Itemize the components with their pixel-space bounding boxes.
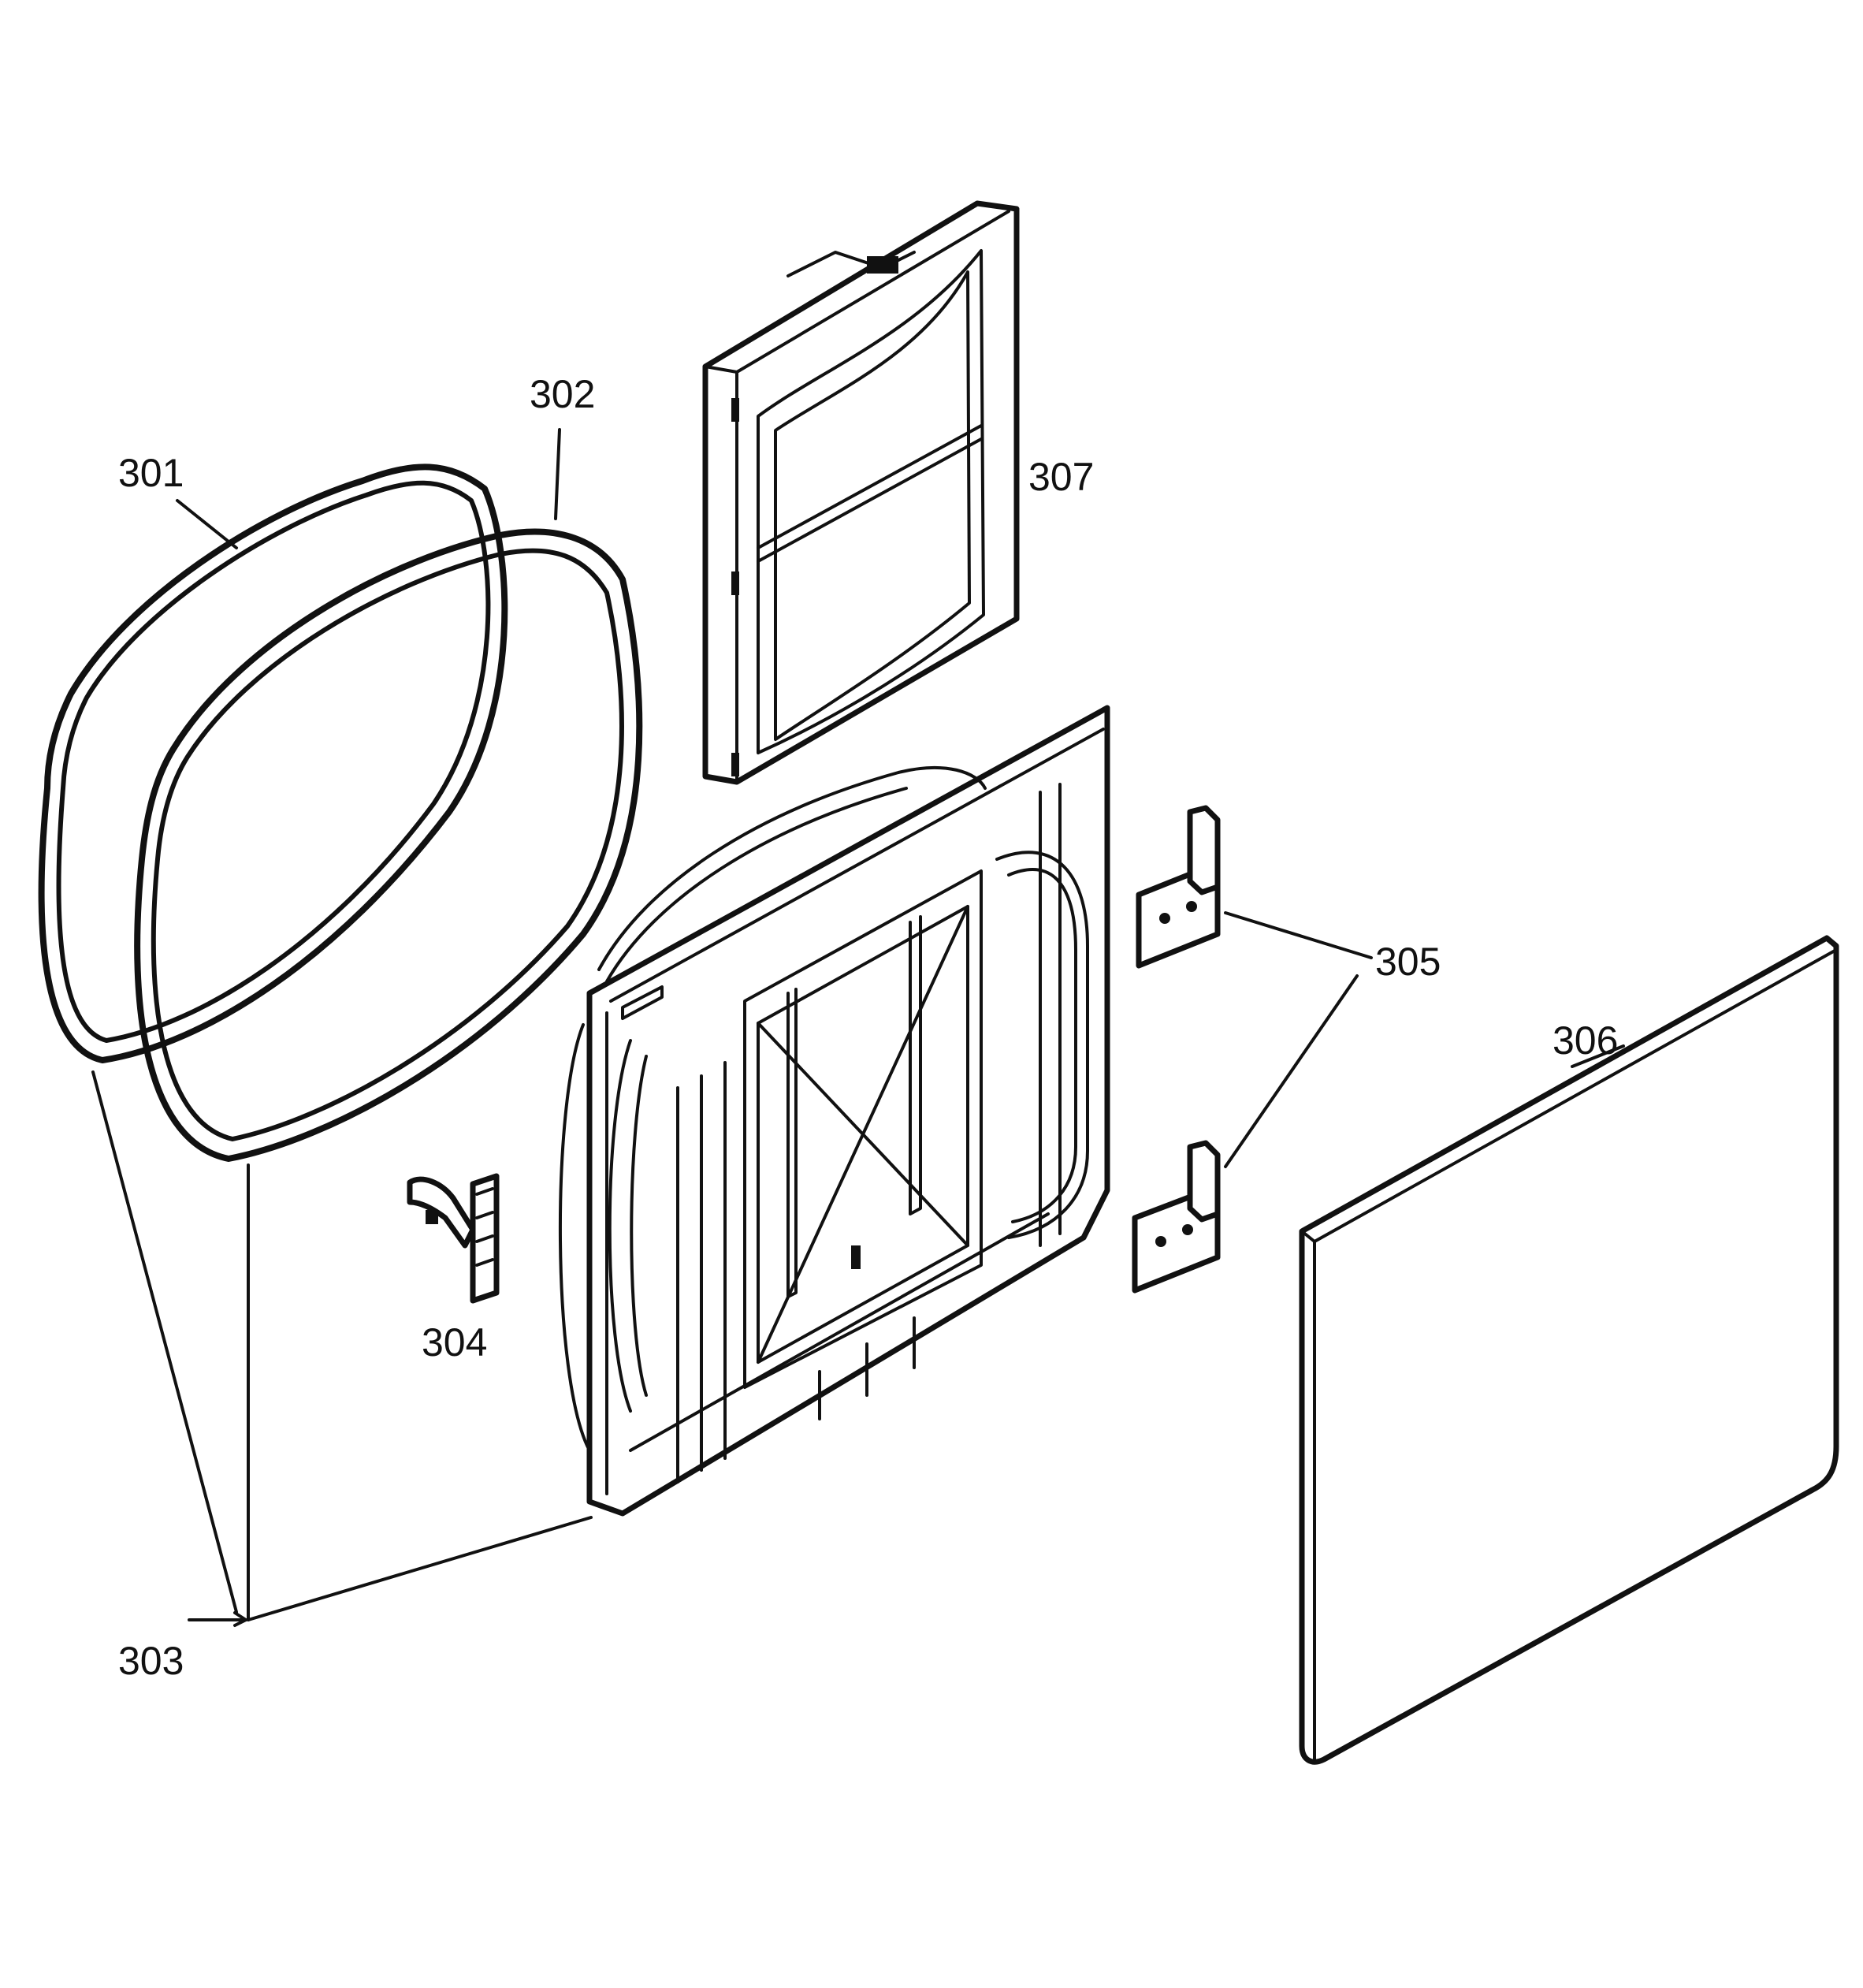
part-305-hinges xyxy=(1132,805,1221,1294)
callout-305: 305 xyxy=(1375,940,1441,984)
part-306-door-panel xyxy=(1299,935,1839,1765)
callout-307: 307 xyxy=(1028,455,1095,499)
callout-302: 302 xyxy=(530,372,596,416)
leader-lines xyxy=(176,428,1625,1168)
part-301-gasket xyxy=(38,463,508,1063)
callout-301: 301 xyxy=(118,451,184,495)
part-307-frame xyxy=(702,200,1020,785)
inner-door-frame xyxy=(558,705,1110,1517)
callout-304: 304 xyxy=(422,1320,488,1364)
part-302-gasket xyxy=(134,528,643,1162)
part-303-panel-outline xyxy=(91,1070,593,1627)
callout-306: 306 xyxy=(1552,1018,1619,1063)
callout-303: 303 xyxy=(118,1639,184,1683)
part-304-latch xyxy=(407,1173,500,1304)
